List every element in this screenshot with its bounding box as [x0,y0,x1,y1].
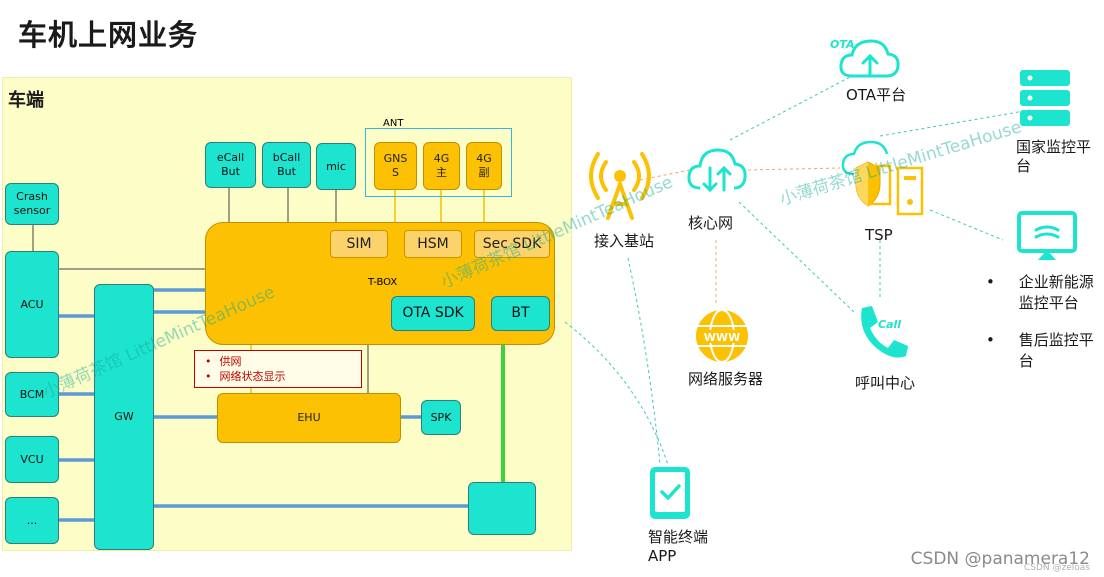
national-platform-label: 国家监控平 台 [1016,138,1092,175]
tbox-label: T-BOX [368,277,398,288]
csdn-credit: CSDN @panamera12 [910,549,1090,569]
bcm-block: BCM [5,372,59,417]
enterprise-platform-item: • 企业新能源 监控平台 [986,273,1094,312]
gw-block: GW [94,284,154,550]
page-title: 车机上网业务 [18,18,199,52]
4g-sub-antenna: 4G 副 [466,142,502,190]
vcu-block: VCU [5,436,59,483]
web-server-globe-icon: WWW [696,309,748,363]
base-station-label: 接入基站 [594,232,655,250]
call-center-phone-icon [861,306,908,358]
crash-sensor-block: Crash sensor [5,183,59,225]
sec-sdk-module: Sec SDK [474,230,550,258]
ota-badge: OTA [830,38,855,51]
ota-platform-label: OTA平台 [846,86,907,104]
antenna-group [365,128,512,197]
bcall-button-block: bCall But [262,142,311,188]
aftersales-platform-label: 售后监控平 台 [1018,331,1094,370]
smart-app-label: 智能终端 APP [648,528,709,565]
spk-block: SPK [421,400,461,435]
core-network-cloud-icon [687,148,747,193]
csdn-small-credit: CSDN @zeloas [1024,563,1090,573]
note-item: 供网 [205,354,361,369]
core-network-label: 核心网 [688,214,734,232]
web-server-label: 网络服务器 [688,370,764,388]
ota-cloud-icon [839,39,900,78]
monitor-icon [1017,211,1077,260]
enterprise-platform-label: 企业新能源 监控平台 [1018,273,1094,312]
base-station-icon [589,152,651,220]
antenna-label: ANT [383,118,404,129]
gnss-antenna: GNS S [374,142,417,190]
note-item: 网络状态显示 [205,369,361,384]
national-server-icon [1020,70,1070,126]
call-center-label: 呼叫中心 [855,374,916,392]
www-text: WWW [704,331,740,344]
bt-module: BT [491,296,550,331]
vehicle-label: 车端 [8,90,44,111]
hsm-module: HSM [404,230,462,258]
smart-terminal-icon [650,467,690,519]
mic-block: mic [316,143,356,190]
tsp-label: TSP [865,226,893,244]
network-notes: 供网 网络状态显示 [194,350,362,388]
phone-device-block [468,482,536,535]
aftersales-platform-item: • 售后监控平 台 [986,331,1094,370]
tsp-server-icon [841,140,924,216]
sim-module: SIM [330,230,388,258]
acu-block: ACU [5,251,59,358]
ota-sdk-module: OTA SDK [391,296,475,331]
4g-main-antenna: 4G 主 [423,142,460,190]
more-ecu-block: ... [5,497,59,544]
call-badge: Call [878,318,902,331]
ehu-block: EHU [217,393,401,443]
ecall-button-block: eCall But [205,142,256,188]
